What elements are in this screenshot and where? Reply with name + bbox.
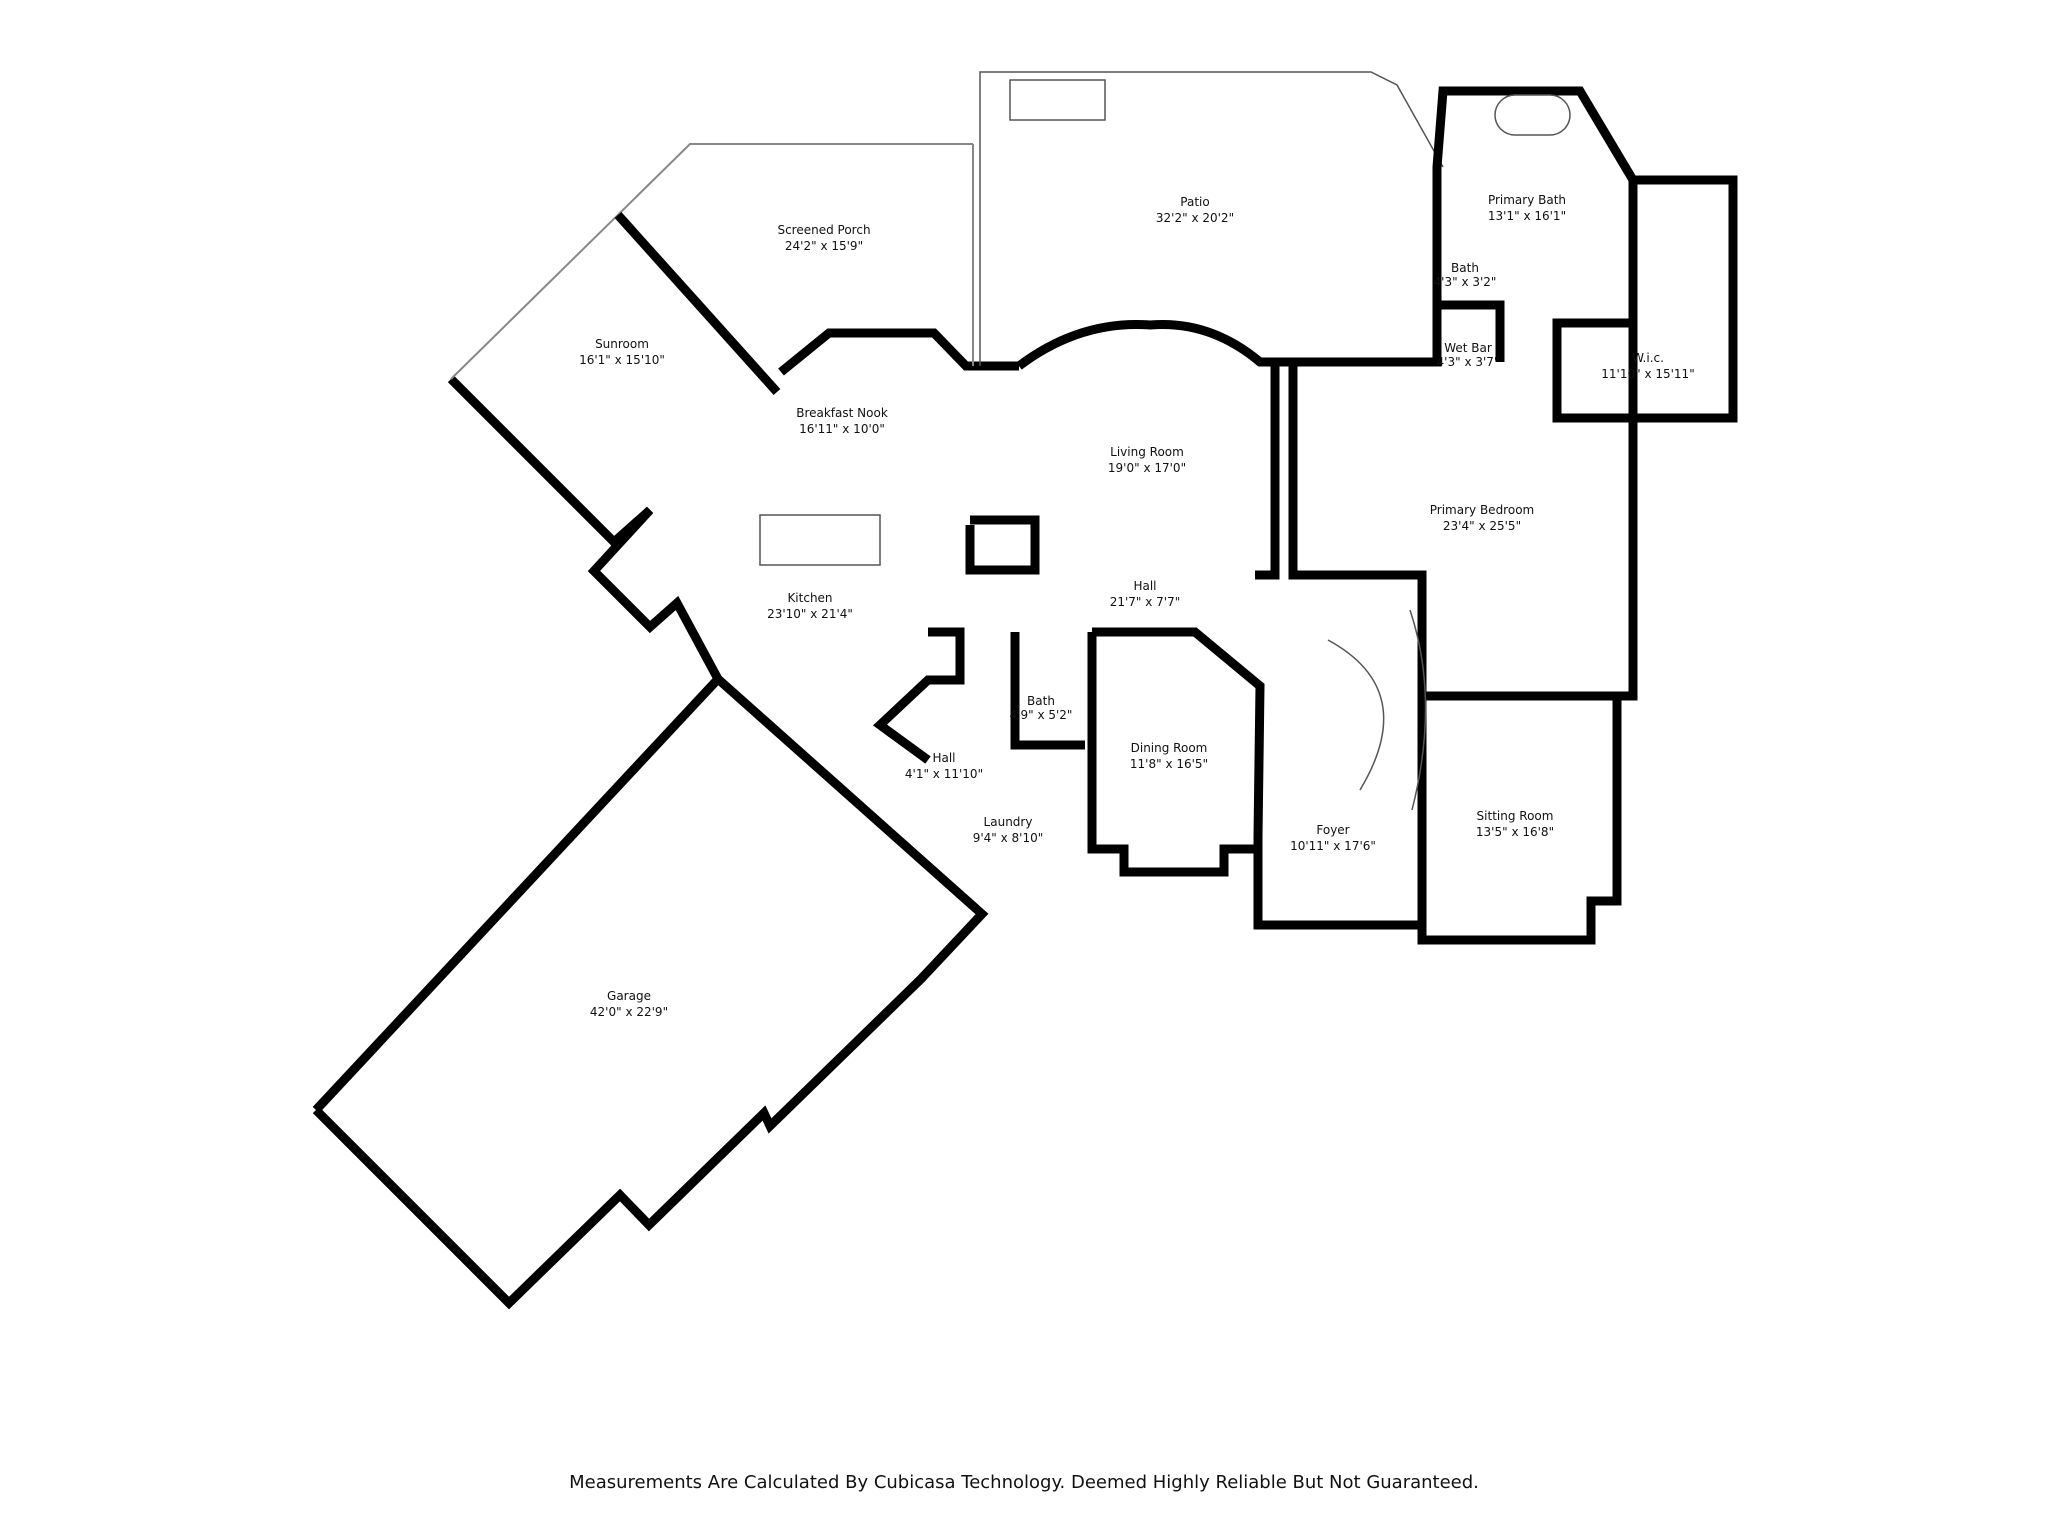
room-dims: 42'0" x 22'9" — [590, 1005, 668, 1019]
room-dims: 23'10" x 21'4" — [767, 607, 853, 621]
disclaimer-footer: Measurements Are Calculated By Cubicasa … — [569, 1472, 1479, 1493]
room-dims: 9'4" x 8'10" — [973, 831, 1044, 845]
room-name: Primary Bath — [1488, 193, 1566, 207]
room-name: Hall — [932, 751, 955, 765]
room-dims: 23'4" x 25'5" — [1443, 519, 1521, 533]
wic-wall — [1552, 175, 1738, 423]
bathtub — [1494, 94, 1571, 136]
room-name: Wet Bar — [1444, 341, 1492, 355]
room-dims: 10'11" x 17'6" — [1290, 839, 1376, 853]
hall-closet-wall — [872, 627, 965, 764]
porch-inner-wall — [614, 211, 781, 396]
walls — [312, 71, 1738, 1310]
dining-room-wall — [1092, 627, 1427, 930]
nook-bay-wall — [778, 328, 1019, 376]
room-dims: 19'0" x 17'0" — [1108, 461, 1186, 475]
room-dims: 13'1" x 16'1" — [1488, 209, 1566, 223]
dining-bottom-wall — [1087, 632, 1258, 877]
room-dims: 4'1" x 11'10" — [905, 767, 983, 781]
room-name: Hall — [1133, 579, 1156, 593]
grill — [1009, 79, 1106, 121]
room-dims: 24'2" x 15'9" — [785, 239, 863, 253]
living-room-curved-wall — [1016, 319, 1293, 370]
kitchen-island — [759, 514, 881, 566]
room-name: Sitting Room — [1477, 809, 1554, 823]
room-name: Bath — [1027, 694, 1055, 708]
sunroom-kitchen-wall — [447, 375, 722, 682]
room-dims: 21'7" x 7'7" — [1110, 595, 1181, 609]
room-dims: 11'10" x 15'11" — [1601, 367, 1694, 381]
room-name: Bath — [1451, 261, 1479, 275]
room-dims: 13'5" x 16'8" — [1476, 825, 1554, 839]
sunroom-windows — [450, 143, 973, 380]
room-name: Living Room — [1110, 445, 1184, 459]
room-name: Patio — [1180, 195, 1209, 209]
room-name: Dining Room — [1131, 741, 1208, 755]
room-name: Breakfast Nook — [796, 406, 888, 420]
sitting-room-wall — [1417, 691, 1622, 945]
room-name: Sunroom — [595, 337, 649, 351]
room-dims: 4'9" x 5'2" — [1010, 708, 1073, 722]
room-name: Foyer — [1316, 823, 1349, 837]
room-name: Garage — [607, 989, 651, 1003]
room-dims: 4'3" x 3'7" — [1437, 355, 1500, 369]
room-name: Screened Porch — [777, 223, 870, 237]
room-name: W.i.c. — [1632, 351, 1664, 365]
room-dims: 4'3" x 3'2" — [1434, 275, 1497, 289]
room-dims: 32'2" x 20'2" — [1156, 211, 1234, 225]
room-name: Laundry — [984, 815, 1033, 829]
living-room-right-wall — [1255, 362, 1280, 580]
room-dims: 11'8" x 16'5" — [1130, 757, 1208, 771]
room-name: Primary Bedroom — [1430, 503, 1534, 517]
curved-stair — [1327, 609, 1427, 811]
room-dims: 16'1" x 15'10" — [579, 353, 665, 367]
room-name: Kitchen — [787, 591, 832, 605]
primary-bedroom-wall — [1288, 86, 1638, 701]
patio-outline — [979, 71, 1444, 366]
bath-laundry-wall — [1010, 632, 1085, 750]
room-dims: 16'11" x 10'0" — [799, 422, 885, 436]
stair-wall — [965, 515, 1040, 575]
bath-wetbar-wall — [1437, 300, 1505, 362]
garage-walls — [312, 672, 989, 1310]
room-labels: Screened Porch 24'2" x 15'9" Patio 32'2"… — [579, 193, 1695, 1019]
